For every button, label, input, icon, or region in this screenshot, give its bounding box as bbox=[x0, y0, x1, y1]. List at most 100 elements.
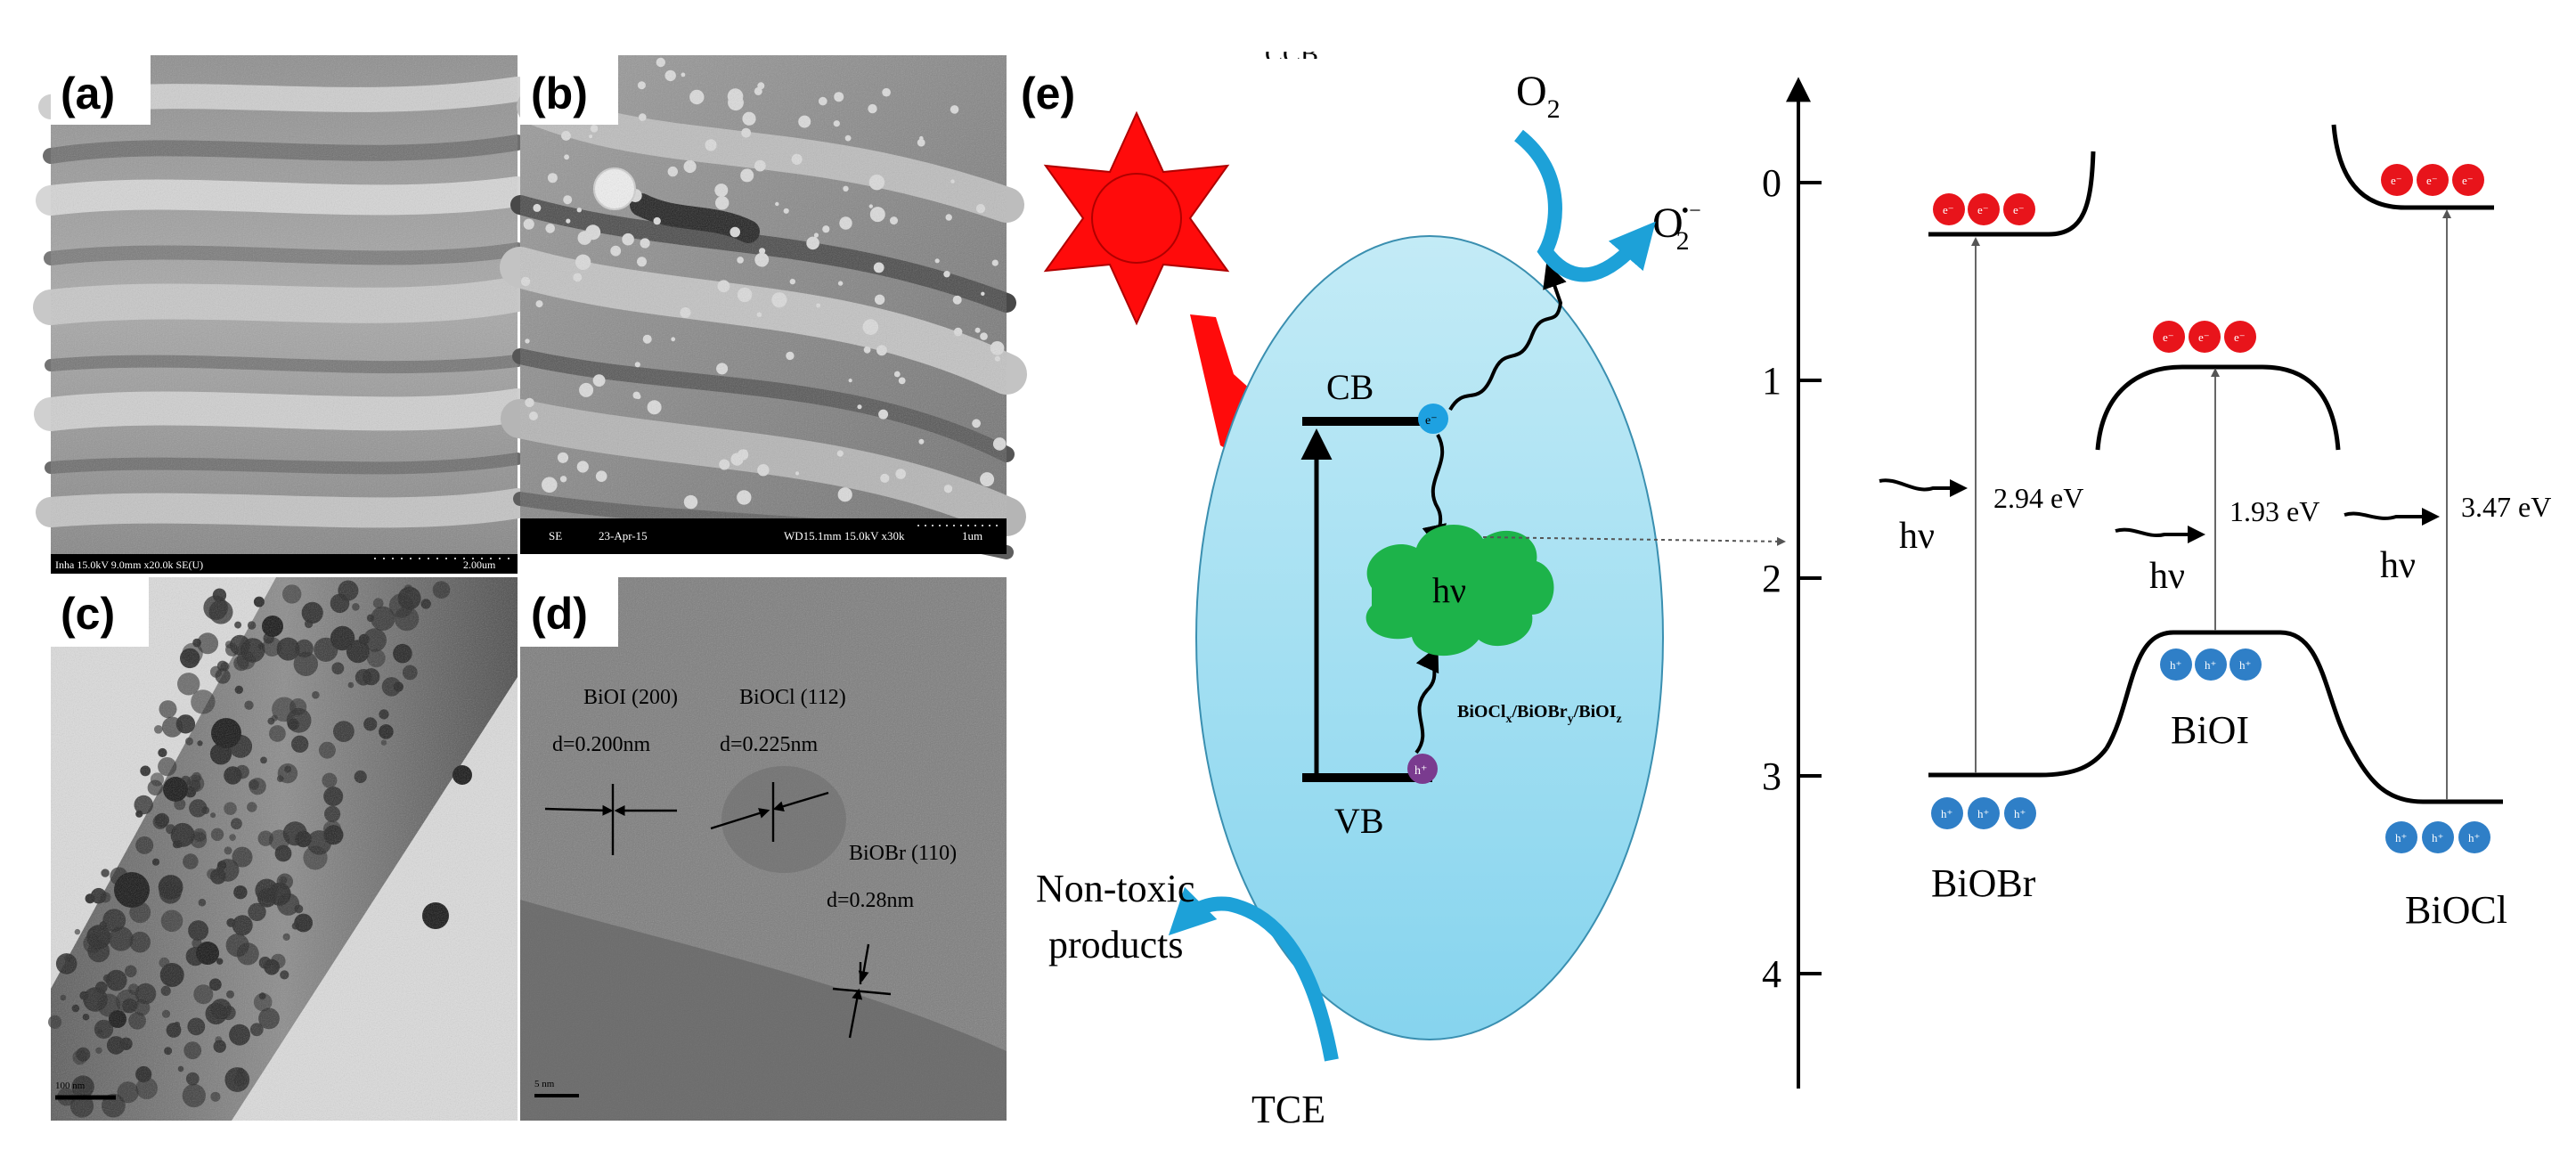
sun-icon bbox=[1043, 110, 1230, 326]
panel-d-annotation-biobr-spacing: d=0.28nm bbox=[827, 889, 915, 912]
biocl-hv-label: hν bbox=[2380, 545, 2416, 586]
electron-dot bbox=[2224, 321, 2256, 353]
biocl-hv-arrow bbox=[2344, 508, 2440, 526]
hole-dot bbox=[1968, 797, 2000, 829]
electron-dot bbox=[2189, 321, 2221, 353]
hole-dot-symbol: h⁺ bbox=[2468, 831, 2480, 844]
panel-b-scale: 1um bbox=[962, 529, 982, 542]
formula-part-biocl: BiOCl bbox=[1457, 702, 1506, 722]
hole-symbol: h⁺ bbox=[1414, 764, 1427, 778]
hole-dot bbox=[2004, 797, 2036, 829]
panel-b-label: (b) bbox=[531, 69, 588, 118]
electron-symbol: e⁻ bbox=[1425, 414, 1438, 428]
hole-dot bbox=[1931, 797, 1963, 829]
biobr-cb-edge bbox=[1928, 151, 2096, 237]
biocl-material-label: BiOCl bbox=[2405, 888, 2507, 932]
panel-d-annotation-bioi-spacing: d=0.200nm bbox=[552, 733, 651, 756]
panel-c-texture bbox=[51, 577, 518, 1121]
cloud-to-band-connector bbox=[1482, 536, 1786, 546]
superoxide-superscript: •− bbox=[1682, 200, 1701, 223]
hole-dot bbox=[2385, 821, 2417, 853]
electron-dot-symbol: e⁻ bbox=[1977, 203, 1989, 216]
biobr-gap-label: 2.94 eV bbox=[1993, 482, 2083, 514]
vb-label: VB bbox=[1334, 801, 1384, 841]
hole-dot bbox=[2230, 648, 2262, 681]
electron-dot bbox=[1968, 193, 2000, 225]
hole-dot bbox=[2160, 648, 2192, 681]
bioi-material-label: BiOI bbox=[2171, 708, 2249, 752]
formula-sub-z: z bbox=[1616, 713, 1621, 726]
o2-subscript: 2 bbox=[1547, 94, 1561, 124]
panel-e-label: (e) bbox=[1021, 69, 1075, 118]
panel-e-cutoff-text: CCB bbox=[1265, 39, 1318, 69]
formula-part-biobr: /BiOBr bbox=[1511, 702, 1567, 722]
hole-particle bbox=[1407, 754, 1438, 784]
hole-to-cloud-wave bbox=[1414, 645, 1439, 754]
panel-b-texture bbox=[520, 55, 1007, 554]
products-line1: Non-toxic bbox=[1036, 867, 1194, 910]
formula-sub-x: x bbox=[1505, 713, 1512, 726]
hole-dot-symbol: h⁺ bbox=[2395, 831, 2407, 844]
biobr-vb-edge bbox=[1928, 746, 2108, 778]
panel-a-label-bg bbox=[51, 55, 151, 125]
panel-d-annotation-biobr: BiOBr (110) bbox=[849, 842, 957, 865]
panel-d: BiOI (200) d=0.200nm BiOCl (112) d=0.225… bbox=[520, 577, 1007, 1121]
hole-dot-symbol: h⁺ bbox=[2014, 807, 2026, 820]
electron-dot-symbol: e⁻ bbox=[2198, 330, 2210, 344]
electron-dot-symbol: e⁻ bbox=[2391, 174, 2402, 187]
panel-d-label-bg bbox=[520, 577, 618, 647]
hole-dot-symbol: h⁺ bbox=[2170, 658, 2181, 672]
biocl-cb-edge bbox=[2331, 124, 2494, 210]
o2-reduction-arrow bbox=[1513, 129, 1656, 282]
bioi-hv-arrow bbox=[2115, 526, 2205, 543]
axis-tick-label: 3 bbox=[1762, 754, 1781, 798]
band-carriers: e⁻e⁻e⁻e⁻e⁻e⁻e⁻e⁻e⁻h⁺h⁺h⁺h⁺h⁺h⁺h⁺h⁺h⁺ bbox=[1931, 164, 2490, 853]
electron-dot bbox=[2381, 164, 2413, 196]
panel-d-annotation-biocl: BiOCl (112) bbox=[739, 686, 846, 709]
hole-dot-symbol: h⁺ bbox=[1977, 807, 1989, 820]
electron-particle bbox=[1418, 404, 1448, 434]
o2-letter: O bbox=[1516, 68, 1547, 115]
cb-label: CB bbox=[1326, 367, 1374, 407]
formula-sub-y: y bbox=[1568, 713, 1574, 726]
panel-d-annotation-biocl-spacing: d=0.225nm bbox=[720, 733, 819, 756]
o2-label: O2 bbox=[1516, 68, 1561, 124]
hole-dot bbox=[2422, 821, 2454, 853]
bioi-cb-edge bbox=[2095, 364, 2341, 451]
electron-dot bbox=[2417, 164, 2449, 196]
panel-a-scale: 2.00um bbox=[463, 559, 496, 571]
electron-dot-symbol: e⁻ bbox=[2426, 174, 2438, 187]
hole-dot bbox=[2458, 821, 2490, 853]
panel-c: 100 nm (c) bbox=[48, 577, 518, 1121]
panel-b-caption-bar bbox=[520, 518, 1007, 554]
panel-c-label-bg bbox=[51, 577, 149, 647]
panel-a: Inha 15.0kV 9.0mm x20.0k SE(U) 2.00um (a… bbox=[33, 55, 535, 574]
electron-to-o2-wave bbox=[1448, 262, 1567, 412]
composite-formula: BiOClx/BiOBry/BiOIz bbox=[1457, 702, 1622, 726]
formula-part-bioi: /BiOI bbox=[1573, 702, 1617, 722]
electron-dot-symbol: e⁻ bbox=[1943, 203, 1954, 216]
biobr-hv-label: hν bbox=[1899, 516, 1935, 557]
panel-d-particle bbox=[721, 766, 846, 873]
tce-degradation-arrow bbox=[1168, 886, 1339, 1062]
hole-dot-symbol: h⁺ bbox=[2239, 658, 2251, 672]
panel-d-annotation-bioi: BiOI (200) bbox=[583, 686, 678, 709]
hv-cloud-label: hν bbox=[1432, 570, 1466, 610]
electron-dot-symbol: e⁻ bbox=[2234, 330, 2246, 344]
axis-tick-label: 2 bbox=[1762, 557, 1781, 600]
panel-b-caption-right: WD15.1mm 15.0kV x30k bbox=[784, 529, 905, 542]
tce-label: TCE bbox=[1251, 1088, 1325, 1131]
energy-axis-ticks: 0 1 2 3 4 bbox=[1762, 161, 1822, 996]
axis-tick-label: 4 bbox=[1762, 952, 1781, 996]
panel-d-markers bbox=[544, 782, 892, 1039]
axis-tick-label: 1 bbox=[1762, 359, 1781, 403]
panel-a-caption: Inha 15.0kV 9.0mm x20.0k SE(U) bbox=[55, 559, 203, 571]
electron-dot-symbol: e⁻ bbox=[2462, 174, 2474, 187]
panel-a-texture bbox=[51, 55, 518, 554]
panel-c-scale: 100 nm bbox=[55, 1081, 86, 1091]
axis-tick-label: 0 bbox=[1762, 161, 1781, 205]
bioi-hv-label: hν bbox=[2149, 556, 2185, 597]
hole-dot bbox=[2195, 648, 2227, 681]
